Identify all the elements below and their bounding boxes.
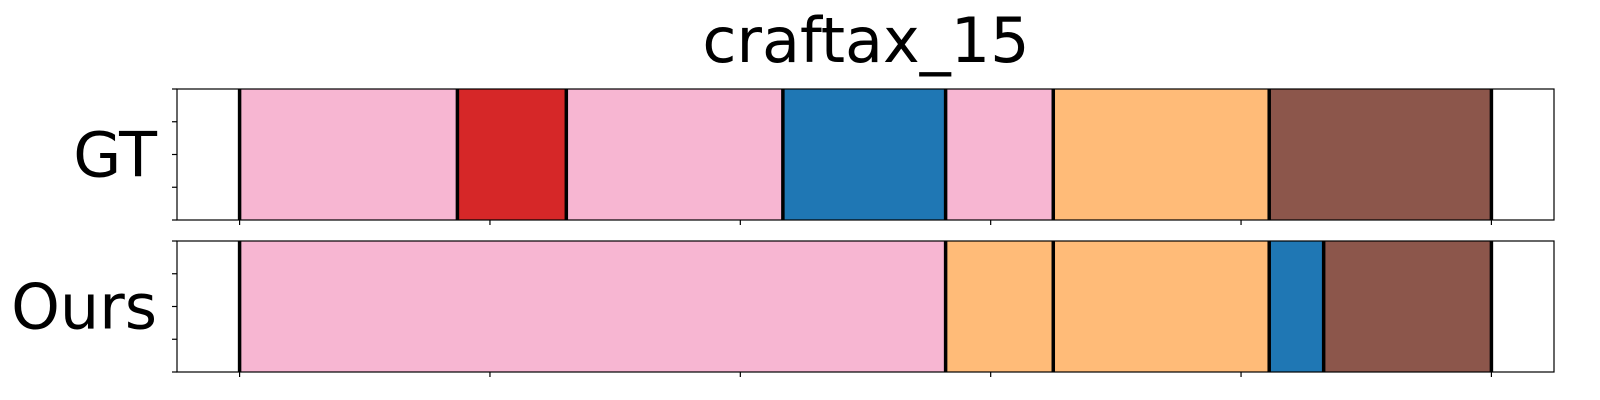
- gt-row-label: GT: [73, 119, 158, 192]
- ours-panel: Ours: [11, 240, 1555, 377]
- gt-x-ticks: [238, 220, 1493, 225]
- gt-segments: [239, 89, 1492, 220]
- ours-row-label: Ours: [11, 271, 157, 344]
- gt-y-ticks: [172, 88, 177, 221]
- ours-x-ticks: [238, 372, 1493, 377]
- gt-segment-6: [1269, 89, 1492, 220]
- ours-boundaries: [237, 241, 1494, 372]
- ours-segment-2: [1053, 241, 1270, 372]
- gt-segment-2: [566, 89, 783, 220]
- ours-segment-4: [1323, 241, 1492, 372]
- gt-segment-5: [1053, 89, 1270, 220]
- gt-panel: GT: [73, 88, 1555, 225]
- ours-segment-1: [945, 241, 1054, 372]
- gt-boundaries: [237, 89, 1494, 220]
- ours-segment-0: [239, 241, 946, 372]
- ours-segments: [239, 241, 1492, 372]
- gt-segment-3: [782, 89, 946, 220]
- gt-segment-4: [945, 89, 1054, 220]
- chart-title: craftax_15: [702, 4, 1029, 77]
- ours-y-ticks: [172, 240, 177, 373]
- gt-segment-0: [239, 89, 458, 220]
- ours-segment-3: [1269, 241, 1324, 372]
- gt-segment-1: [457, 89, 567, 220]
